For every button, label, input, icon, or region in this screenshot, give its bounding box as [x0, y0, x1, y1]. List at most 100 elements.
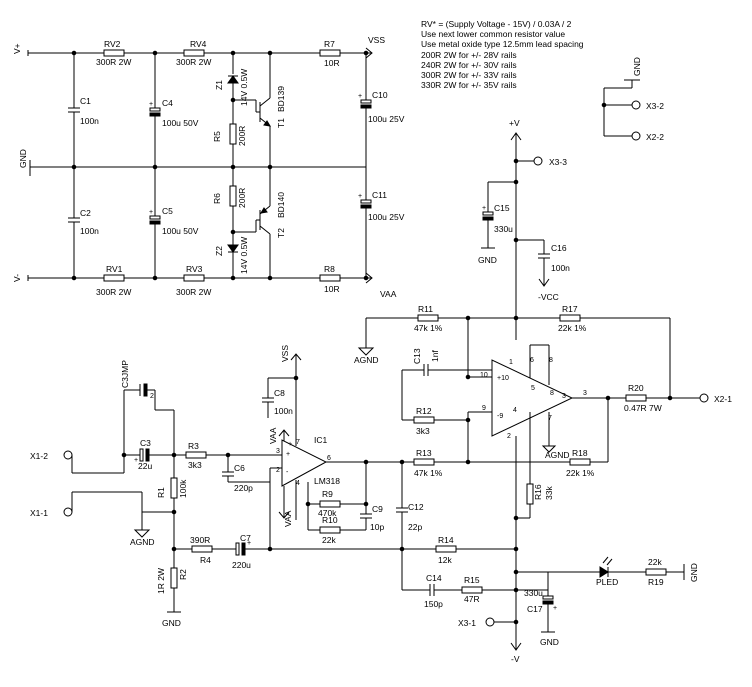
pled-label: PLED: [596, 577, 618, 587]
junction: [465, 315, 471, 321]
junction: [513, 315, 519, 321]
vplus-label: V+: [12, 43, 22, 54]
c9-value: 10p: [370, 522, 384, 532]
r11-value: 47k 1%: [414, 323, 443, 333]
r11-name: R11: [418, 304, 433, 314]
note-line-4: 200R 2W for +/- 28V rails: [421, 50, 517, 60]
r7-resistor: [319, 49, 341, 57]
x1-2-label: X1-2: [30, 451, 48, 461]
r1-value: 100k: [178, 479, 188, 498]
r4-name: R4: [200, 555, 211, 565]
z2-value: 14V 0.5W: [239, 237, 249, 274]
c4-plate: [149, 112, 161, 117]
vminus-label: V-: [12, 274, 22, 282]
c11-plate: [360, 199, 372, 204]
pin-1: 1: [509, 359, 513, 366]
junction: [513, 179, 519, 185]
psu-section: V+ RV2 300R 2W RV4 300R 2W R7 10R VSS GN…: [12, 35, 405, 299]
r14-name: R14: [438, 535, 454, 545]
pin-7: 7: [548, 415, 552, 422]
c3jmp-label: C3JMP: [120, 360, 130, 388]
junction: [152, 50, 158, 56]
ic1-value: LM318: [314, 476, 340, 486]
c6-value: 220p: [234, 483, 253, 493]
r12-name: R12: [416, 406, 432, 416]
c4-plate: [149, 107, 161, 112]
r16-value: 33k: [544, 486, 554, 500]
pin-8b: 8: [550, 390, 554, 397]
r12-resistor: [413, 416, 435, 424]
c3-name: C3: [140, 438, 151, 448]
c6-name: C6: [234, 463, 245, 473]
c10-plate: [360, 104, 372, 109]
r6-resistor: [229, 185, 237, 207]
vaa-ic-label: VAA: [268, 427, 278, 444]
c17-plus: +: [553, 605, 557, 612]
connector-block-top: GND X3-2 X2-2: [601, 57, 664, 142]
vss-ic-label: VSS: [280, 345, 290, 362]
agnd-symbol-icon: [357, 347, 375, 356]
c17-plate: [542, 595, 554, 600]
junction: [465, 417, 471, 423]
c14-value: 150p: [424, 599, 443, 609]
junction: [230, 275, 236, 281]
x3-3-terminal: [533, 156, 543, 166]
r11-resistor: [417, 314, 439, 322]
r2-gnd-label: GND: [162, 618, 181, 628]
minus-v-label: -V: [511, 654, 520, 664]
vaa-label: VAA: [380, 289, 397, 299]
ic1-pin3: 3: [276, 448, 280, 455]
rv3-resistor: [183, 274, 205, 282]
junction: [305, 501, 311, 507]
r3-name: R3: [188, 441, 199, 451]
t1-value: BD139: [276, 86, 286, 112]
output-amp-noninv: -9: [497, 413, 503, 420]
minus-vcc-arrow-icon: [538, 278, 550, 287]
agnd-amp-symbol-icon: [541, 445, 557, 453]
c15-plus: +: [482, 205, 486, 212]
x2-1-label: X2-1: [714, 394, 732, 404]
c15-value: 330u: [494, 224, 513, 234]
junction: [230, 164, 236, 170]
r2-name: R2: [178, 569, 188, 580]
pin-3i: 3: [562, 393, 566, 400]
pled-diode-icon: [599, 566, 609, 578]
c13-value: 1nf: [430, 350, 440, 362]
amplifier-section: +V X3-3 + C15 330u GND C16 100n -VCC A: [30, 118, 732, 664]
junction: [121, 452, 127, 458]
c10-plate: [360, 99, 372, 104]
r3-value: 3k3: [188, 460, 202, 470]
minus-vcc-label: -VCC: [538, 292, 559, 302]
junction: [171, 509, 177, 515]
note-line-1: RV* = (Supply Voltage - 15V) / 0.03A / 2: [421, 19, 572, 29]
z2-name: Z2: [214, 246, 224, 256]
r15-value: 47R: [464, 594, 480, 604]
c4-plus: +: [149, 101, 153, 108]
ic1-triangle: [281, 439, 328, 487]
c16-name: C16: [551, 243, 567, 253]
led-light-icon: [602, 556, 613, 566]
c5-name: C5: [162, 206, 173, 216]
c4-name: C4: [162, 98, 173, 108]
c1-name: C1: [80, 96, 91, 106]
c15-name: C15: [494, 203, 510, 213]
design-notes: RV* = (Supply Voltage - 15V) / 0.03A / 2…: [421, 19, 584, 90]
c10-value: 100u 25V: [368, 114, 405, 124]
ic1-name: IC1: [314, 435, 328, 445]
note-line-2: Use next lower common resistor value: [421, 29, 565, 39]
c9-name: C9: [372, 504, 383, 514]
junction: [363, 50, 369, 56]
c3-value: 22u: [138, 461, 152, 471]
r9-value: 470k: [318, 508, 337, 518]
r9-resistor: [319, 500, 341, 508]
pin-10: 10: [480, 372, 488, 379]
pin-6: 6: [530, 357, 534, 364]
output-amp-triangle: [491, 359, 574, 437]
ic1-pin2: 2: [276, 467, 280, 474]
c3-plus: +: [134, 457, 138, 464]
rv2-resistor: [103, 49, 125, 57]
c7-plate: [241, 542, 246, 556]
c16-value: 100n: [551, 263, 570, 273]
x1-1-label: X1-1: [30, 508, 48, 518]
c4-value: 100u 50V: [162, 118, 199, 128]
